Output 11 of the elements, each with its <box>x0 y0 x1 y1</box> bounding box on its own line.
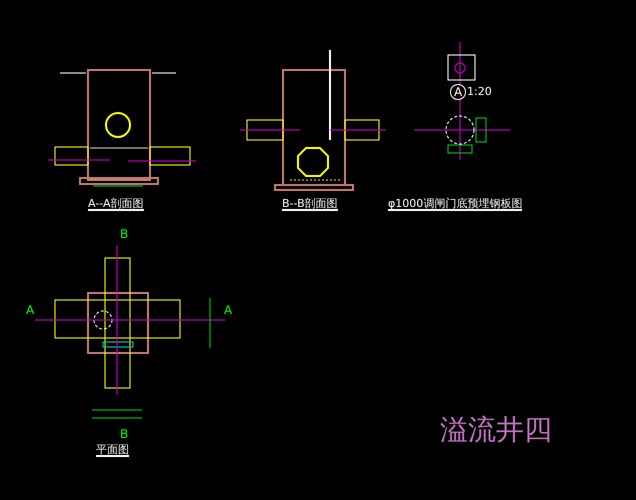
section-marker: A <box>26 304 34 316</box>
view-title: 平面图 <box>96 444 129 457</box>
scale-label: 1:20 <box>467 86 492 97</box>
view-title: B--B剖面图 <box>282 198 338 211</box>
section-marker: A <box>224 304 232 316</box>
section-marker: B <box>120 428 128 440</box>
drawing-title: 溢流井四 <box>440 416 552 444</box>
detail-marker: A <box>450 84 466 100</box>
view-title: A--A剖面图 <box>88 198 144 211</box>
view-title: φ1000调闸门底预埋钢板图 <box>388 198 522 211</box>
section-marker: B <box>120 228 128 240</box>
